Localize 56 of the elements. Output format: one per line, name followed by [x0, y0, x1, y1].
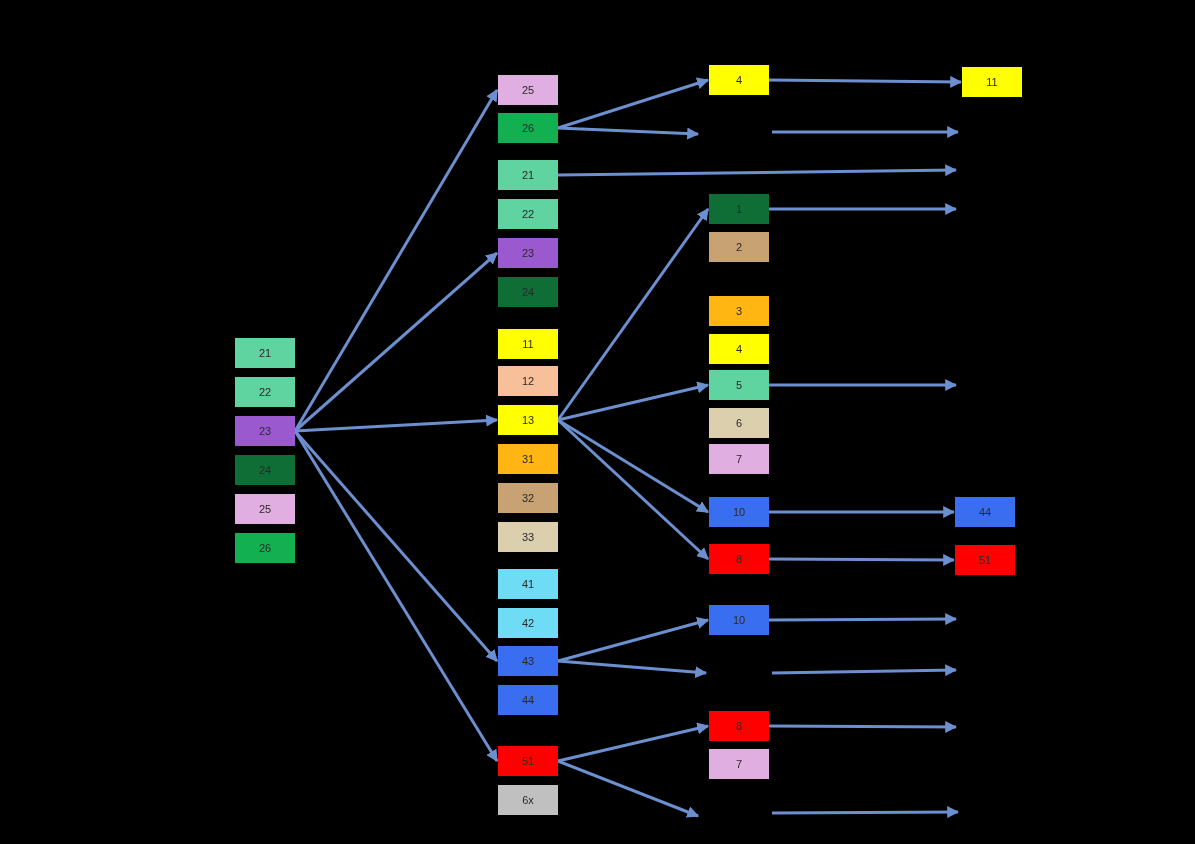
process-box: 7 — [709, 749, 769, 779]
process-box: 8 — [709, 711, 769, 741]
arrow — [557, 659, 708, 679]
process-box: 42 — [498, 608, 558, 638]
process-box: 51 — [955, 545, 1015, 575]
process-box: 23 — [498, 238, 558, 268]
arrow — [557, 759, 700, 818]
process-box: 11 — [962, 67, 1022, 97]
process-box: 43 — [498, 646, 558, 676]
arrow — [557, 381, 710, 422]
process-box: 5 — [709, 370, 769, 400]
process-box: 4 — [709, 334, 769, 364]
arrow — [769, 506, 956, 518]
arrow — [557, 722, 710, 763]
process-box: 22 — [235, 377, 295, 407]
process-box: 22 — [498, 199, 558, 229]
arrow — [769, 553, 956, 566]
process-box: 10 — [709, 497, 769, 527]
process-box: 25 — [498, 75, 558, 105]
process-box: 33 — [498, 522, 558, 552]
process-box: 8 — [709, 544, 769, 574]
arrow — [557, 126, 700, 140]
process-box: 11 — [498, 329, 558, 359]
process-box: 10 — [709, 605, 769, 635]
process-box: 23 — [235, 416, 295, 446]
process-box: 4 — [709, 65, 769, 95]
arrow — [557, 617, 710, 663]
arrow — [769, 720, 958, 733]
process-box: 12 — [498, 366, 558, 396]
process-box: 44 — [498, 685, 558, 715]
process-box: 24 — [498, 277, 558, 307]
arrow — [294, 414, 499, 433]
process-box: 21 — [235, 338, 295, 368]
process-box: 13 — [498, 405, 558, 435]
process-box: 6 — [709, 408, 769, 438]
arrow — [769, 379, 958, 391]
process-box: 24 — [235, 455, 295, 485]
process-box: 31 — [498, 444, 558, 474]
arrow — [558, 164, 958, 177]
process-box: 25 — [235, 494, 295, 524]
process-box: 1 — [709, 194, 769, 224]
process-box: 32 — [498, 483, 558, 513]
arrow — [769, 203, 958, 215]
process-box: 41 — [498, 569, 558, 599]
process-box: 2 — [709, 232, 769, 262]
process-box: 26 — [235, 533, 295, 563]
process-box: 6x — [498, 785, 558, 815]
arrow — [557, 77, 710, 130]
arrow — [769, 613, 958, 626]
process-box: 26 — [498, 113, 558, 143]
process-box: 7 — [709, 444, 769, 474]
process-box: 21 — [498, 160, 558, 190]
process-box: 51 — [498, 746, 558, 776]
process-box: 3 — [709, 296, 769, 326]
arrow — [769, 75, 963, 88]
process-box: 44 — [955, 497, 1015, 527]
